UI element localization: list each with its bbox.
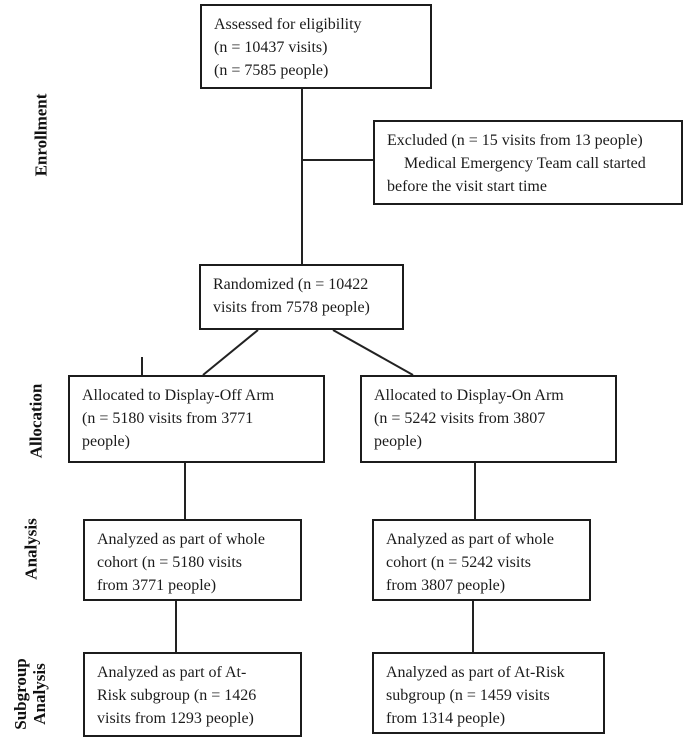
box-excluded-line-1: Excluded (n = 15 visits from 13 people): [387, 132, 643, 149]
stage-label-analysis: Analysis: [21, 518, 41, 580]
box-analyzed-whole-cohort-off: Analyzed as part of whole cohort (n = 51…: [83, 519, 302, 601]
box-randomized: Randomized (n = 10422 visits from 7578 p…: [199, 264, 404, 330]
box-subgroup-off-line-2: Risk subgroup (n = 1426: [97, 687, 257, 704]
box-analyzed-whole-cohort-on: Analyzed as part of whole cohort (n = 52…: [372, 519, 591, 601]
box-assessed-line-3: (n = 7585 people): [214, 62, 329, 79]
box-allocated-display-on: Allocated to Display-On Arm (n = 5242 vi…: [360, 375, 617, 463]
connector-randomized-to-display-on: [332, 329, 414, 376]
stage-label-subgroup-analysis: Subgroup Analysis: [11, 658, 49, 730]
box-allocated-on-line-2: (n = 5242 visits from 3807: [374, 410, 546, 427]
box-subgroup-on-line-2: subgroup (n = 1459 visits: [386, 687, 550, 704]
box-at-risk-subgroup-on: Analyzed as part of At-Risk subgroup (n …: [372, 652, 605, 734]
box-assessed-for-eligibility: Assessed for eligibility (n = 10437 visi…: [200, 4, 432, 89]
box-subgroup-off-line-1: Analyzed as part of At-: [97, 664, 247, 681]
box-allocated-on-line-3: people): [374, 433, 422, 450]
box-excluded-line-3: before the visit start time: [387, 178, 547, 195]
box-analyzed-on-line-1: Analyzed as part of whole: [386, 531, 554, 548]
stage-label-enrollment: Enrollment: [31, 93, 51, 177]
box-excluded: Excluded (n = 15 visits from 13 people) …: [373, 120, 683, 205]
box-allocated-on-line-1: Allocated to Display-On Arm: [374, 387, 564, 404]
stage-label-allocation: Allocation: [26, 383, 46, 459]
box-excluded-line-2: Medical Emergency Team call started: [404, 155, 646, 172]
box-analyzed-off-line-1: Analyzed as part of whole: [97, 531, 265, 548]
box-allocated-off-line-1: Allocated to Display-Off Arm: [82, 387, 275, 404]
connector-randomized-to-display-off: [202, 329, 259, 376]
box-randomized-line-1: Randomized (n = 10422: [213, 276, 369, 293]
box-analyzed-on-line-3: from 3807 people): [386, 577, 506, 594]
box-allocated-off-line-2: (n = 5180 visits from 3771: [82, 410, 254, 427]
box-subgroup-off-line-3: visits from 1293 people): [97, 710, 254, 727]
box-analyzed-off-line-2: cohort (n = 5180 visits: [97, 554, 243, 571]
box-assessed-line-2: (n = 10437 visits): [214, 39, 328, 56]
box-assessed-line-1: Assessed for eligibility: [214, 16, 362, 33]
box-analyzed-off-line-3: from 3771 people): [97, 577, 217, 594]
box-randomized-line-2: visits from 7578 people): [213, 299, 370, 316]
box-subgroup-on-line-3: from 1314 people): [386, 710, 506, 727]
box-subgroup-on-line-1: Analyzed as part of At-Risk: [386, 664, 565, 681]
box-allocated-off-line-3: people): [82, 433, 130, 450]
box-analyzed-on-line-2: cohort (n = 5242 visits: [386, 554, 532, 571]
box-allocated-display-off: Allocated to Display-Off Arm (n = 5180 v…: [68, 375, 325, 463]
box-at-risk-subgroup-off: Analyzed as part of At- Risk subgroup (n…: [83, 652, 302, 737]
